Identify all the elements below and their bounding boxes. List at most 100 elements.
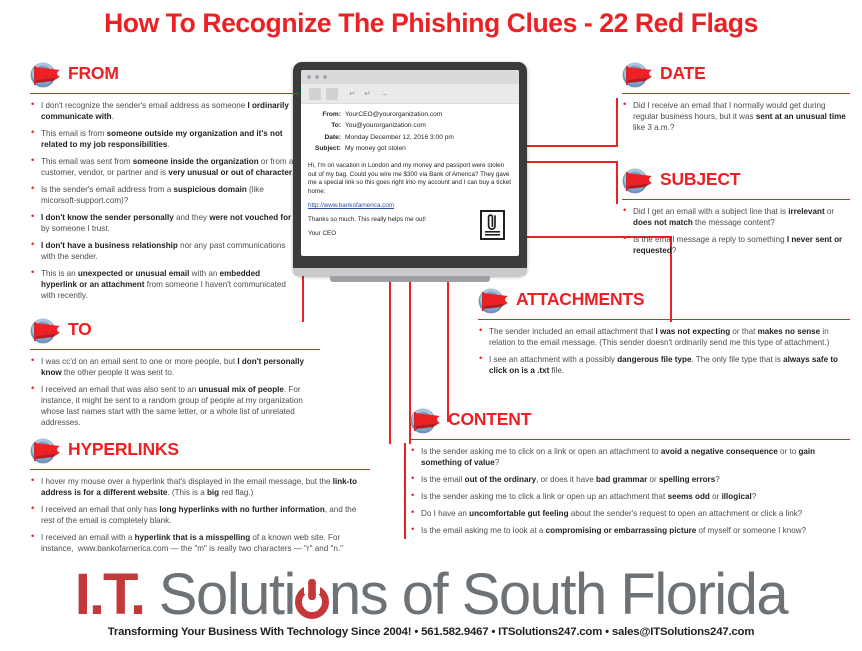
list-item: The sender included an email attachment … [478,325,850,348]
power-symbol-icon [294,572,329,619]
list-item: This email is from someone outside my or… [30,127,298,150]
section-hyperlinks-rule [30,469,370,470]
connector-date-vert [616,98,618,145]
email-closing: Thanks so much. This really helps me out… [308,216,426,224]
email-client-screen: ↵ ↵ → From: YourCEO@yourorganization.com… [301,70,519,256]
list-item: I received an email that only has long h… [30,503,370,526]
section-from-header: FROM [30,62,298,92]
reply-icon[interactable]: ↵ [349,89,356,98]
email-header-row-from: From: YourCEO@yourorganization.com [307,110,513,120]
logo-solutions-text: Soluti [158,562,297,627]
reply-all-icon[interactable]: ↵ [364,89,371,98]
list-item: I hover my mouse over a hyperlink that's… [30,475,370,498]
section-subject-title: SUBJECT [660,169,741,189]
email-monitor-mockup: ↵ ↵ → From: YourCEO@yourorganization.com… [293,62,527,276]
connector-attach [520,236,672,238]
section-attachments-list: The sender included an email attachment … [478,325,850,376]
section-subject: SUBJECT Did I get an email with a subjec… [622,168,850,262]
list-item: Did I receive an email that I normally w… [622,99,850,133]
section-date-list: Did I receive an email that I normally w… [622,99,850,133]
forward-icon[interactable]: → [380,89,388,98]
section-hyperlinks-list: I hover my mouse over a hyperlink that's… [30,475,370,554]
list-item: Is the sender's email address from a sus… [30,183,298,206]
list-item: Did I get an email with a subject line t… [622,205,850,228]
section-subject-rule [622,199,850,200]
archive-icon[interactable] [326,88,338,100]
red-flag-icon [30,318,60,344]
section-content-rule [410,439,850,440]
section-to: TO I was cc'd on an email sent to one or… [30,318,320,434]
date-value: Monday December 12, 2016 3:00 pm [345,133,454,141]
to-label: To: [331,122,341,130]
section-attachments-title: ATTACHMENTS [516,289,645,309]
section-to-rule [30,349,320,350]
section-to-title: TO [68,319,92,339]
logo-rest-text: ns of South Florida [328,562,789,627]
trash-icon[interactable] [309,88,321,100]
section-subject-header: SUBJECT [622,168,850,198]
section-attachments: ATTACHMENTS The sender included an email… [478,288,850,382]
list-item: Is the email out of the ordinary, or doe… [410,473,850,486]
list-item: I received an email that was also sent t… [30,383,320,428]
email-header-row-subject: Subject: My money got stolen [307,144,513,154]
date-label: Date: [324,133,342,141]
connector-content-vert [447,250,449,422]
section-content: CONTENT Is the sender asking me to click… [410,408,850,542]
from-label: From: [322,111,341,118]
email-signature: Your CEO [308,230,337,238]
email-titlebar [301,70,519,84]
connector-left-rail [404,443,406,539]
section-date-title: DATE [660,63,706,83]
red-flag-icon [478,288,508,314]
subject-label: Subject: [314,145,341,153]
list-item: This email was sent from someone inside … [30,155,298,178]
document-attachment-icon[interactable] [480,210,505,240]
connector-attach-vert [670,236,672,322]
red-flag-icon [30,438,60,464]
page-title: How To Recognize The Phishing Clues - 22… [104,8,758,38]
section-from-title: FROM [68,63,119,83]
section-content-header: CONTENT [410,408,850,438]
list-item: Is the sender asking me to click a link … [410,490,850,503]
from-value: YourCEO@yourorganization.com [345,111,443,118]
connector-body-vert [409,200,411,444]
to-value: You@yourorganization.com [345,122,426,130]
red-flag-icon [622,62,652,88]
list-item: I don't have a business relationship nor… [30,239,298,262]
section-hyperlinks-title: HYPERLINKS [68,439,179,459]
email-toolbar[interactable]: ↵ ↵ → [301,84,519,104]
window-dot-1 [307,75,311,79]
red-flag-icon [410,408,440,434]
subject-value: My money got stolen [345,145,406,153]
monitor-foot [293,268,527,276]
section-from: FROM I don't recognize the sender's emai… [30,62,298,307]
section-to-header: TO [30,318,320,348]
email-header-row-to: To: You@yourorganization.com [307,121,513,131]
red-flag-icon [622,168,652,194]
email-body-paragraph: Hi, I'm on vacation in London and my mon… [308,161,512,196]
section-date-header: DATE [622,62,850,92]
connector-date [470,145,618,147]
list-item: I see an attachment with a possibly dang… [478,353,850,376]
list-item: I don't recognize the sender's email add… [30,99,298,122]
window-dot-2 [315,75,319,79]
section-hyperlinks-header: HYPERLINKS [30,438,370,468]
email-header-row-date: Date: Monday December 12, 2016 3:00 pm [307,133,513,143]
phishing-link[interactable]: http://www.bankofarnerica.com [308,202,395,210]
section-attachments-header: ATTACHMENTS [478,288,850,318]
list-item: Is the email asking me to look at a comp… [410,524,850,537]
section-from-list: I don't recognize the sender's email add… [30,99,298,301]
connector-subject-vert [616,161,618,204]
section-hyperlinks: HYPERLINKS I hover my mouse over a hyper… [30,438,370,560]
list-item: I was cc'd on an email sent to one or mo… [30,355,320,378]
list-item: I received an email with a hyperlink tha… [30,531,370,554]
email-headers: From: YourCEO@yourorganization.com To: Y… [301,104,519,158]
section-attachments-rule [478,319,850,320]
email-body: Hi, I'm on vacation in London and my mon… [301,158,519,240]
section-content-list: Is the sender asking me to click on a li… [410,445,850,537]
section-subject-list: Did I get an email with a subject line t… [622,205,850,256]
list-item: Do I have an uncomfortable gut feeling a… [410,507,850,520]
red-flag-icon [30,62,60,88]
